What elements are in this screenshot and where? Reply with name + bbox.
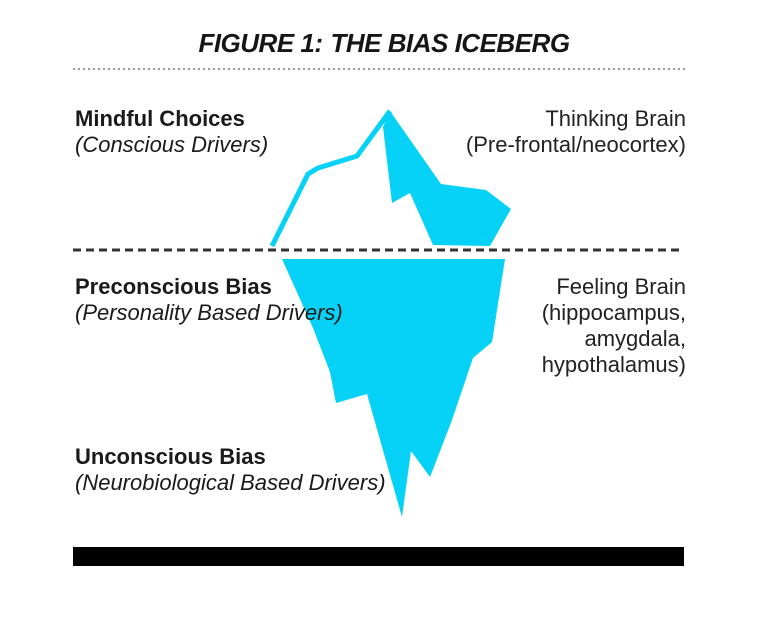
figure-title-text: THE BIAS ICEBERG: [330, 28, 571, 58]
iceberg-ridge-outline: [269, 109, 393, 248]
figure-number-label: FIGURE 1:: [198, 28, 323, 58]
label-feeling-brain-line3: amygdala,: [584, 326, 686, 351]
label-mindful-choices-heading: Mindful Choices: [75, 106, 245, 131]
label-unconscious-bias: Unconscious Bias (Neurobiological Based …: [75, 444, 386, 496]
label-feeling-brain: Feeling Brain (hippocampus, amygdala, hy…: [542, 274, 686, 378]
label-thinking-brain-line1: Thinking Brain: [545, 106, 686, 131]
iceberg-tip-fill: [383, 111, 511, 246]
label-feeling-brain-line4: hypothalamus): [541, 352, 686, 377]
label-feeling-brain-line1: Feeling Brain: [556, 274, 686, 299]
label-unconscious-bias-sub: (Neurobiological Based Drivers): [75, 470, 386, 495]
label-thinking-brain-line2: (Pre-frontal/neocortex): [465, 132, 686, 157]
label-mindful-choices-sub: (Conscious Drivers): [75, 132, 269, 157]
iceberg-underwater-fill: [282, 259, 505, 517]
label-unconscious-bias-heading: Unconscious Bias: [75, 444, 266, 469]
label-preconscious-bias: Preconscious Bias (Personality Based Dri…: [75, 274, 343, 326]
label-preconscious-bias-sub: (Personality Based Drivers): [75, 300, 343, 325]
label-preconscious-bias-heading: Preconscious Bias: [75, 274, 272, 299]
label-mindful-choices: Mindful Choices (Conscious Drivers): [75, 106, 268, 158]
bottom-bar: [73, 547, 684, 566]
label-thinking-brain: Thinking Brain (Pre-frontal/neocortex): [466, 106, 686, 158]
figure-title: FIGURE 1:THE BIAS ICEBERG: [0, 28, 768, 59]
label-feeling-brain-line2: (hippocampus,: [541, 300, 686, 325]
